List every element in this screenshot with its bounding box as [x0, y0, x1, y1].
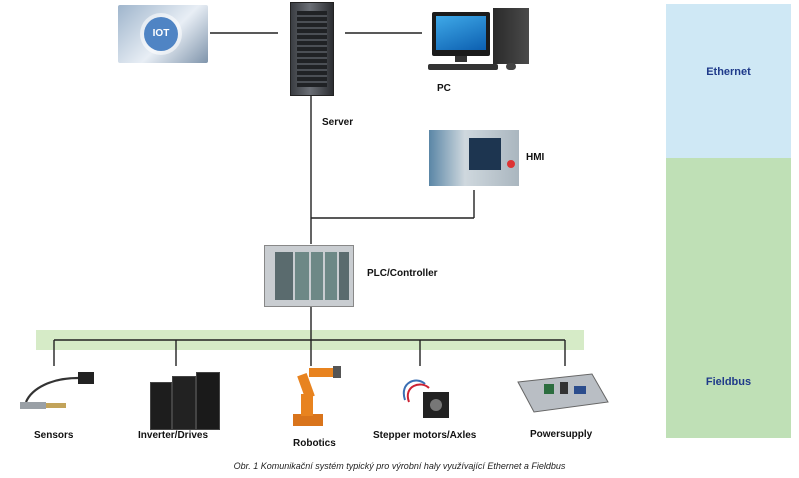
- iot-globe-icon: IOT: [144, 17, 178, 51]
- hmi-label: HMI: [526, 152, 545, 163]
- pc-tower-icon: [493, 8, 529, 64]
- power-label: Powersupply: [530, 429, 593, 440]
- pc-monitor-icon: [432, 12, 490, 56]
- mouse-icon: [506, 63, 516, 70]
- server-rack-icon: [290, 2, 334, 96]
- stepper-motor-icon: [402, 379, 449, 418]
- plc-label: PLC/Controller: [367, 268, 438, 279]
- ethernet-label: Ethernet: [706, 66, 751, 78]
- iot-image: IOT: [118, 5, 208, 63]
- stepper-label: Stepper motors/Axles: [373, 430, 477, 441]
- fieldbus-band: Fieldbus: [666, 158, 791, 438]
- sensors-label: Sensors: [34, 430, 74, 441]
- pc-label: PC: [437, 83, 451, 94]
- server-label: Server: [322, 117, 354, 128]
- figure-caption: Obr. 1 Komunikační systém typický pro vý…: [233, 461, 566, 471]
- inverter-label: Inverter/Drives: [138, 430, 209, 441]
- ethernet-band: Ethernet: [666, 4, 791, 158]
- power-supply-icon: [517, 373, 609, 413]
- keyboard-icon: [428, 64, 498, 70]
- sensor-icon: [20, 372, 94, 409]
- hmi-panel-image: [429, 130, 519, 186]
- robot-arm-icon: [293, 366, 341, 426]
- plc-controller-image: [264, 245, 354, 307]
- robotics-label: Robotics: [293, 438, 336, 449]
- iot-badge-text: IOT: [152, 28, 170, 39]
- fieldbus-label: Fieldbus: [705, 376, 752, 388]
